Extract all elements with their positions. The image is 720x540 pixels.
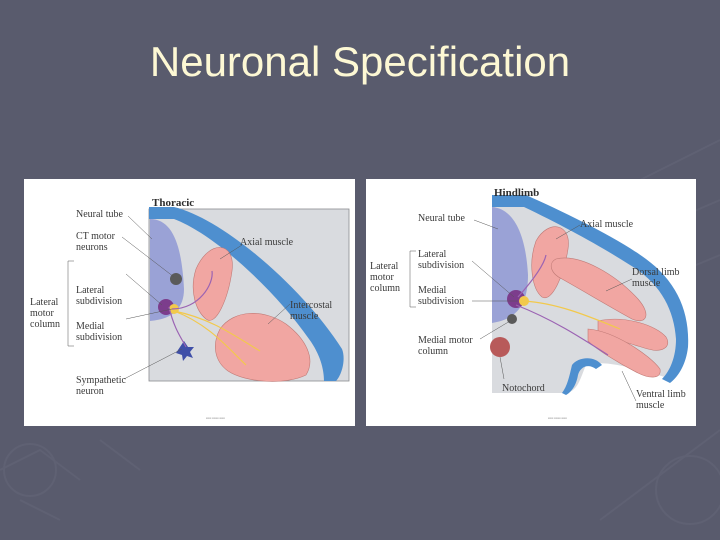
slide-title: Neuronal Specification (149, 38, 571, 85)
hindlimb-epidermis-lower (562, 358, 602, 395)
hindlimb-label-axial-muscle: Axial muscle (580, 219, 634, 230)
hindlimb-epidermis (492, 195, 689, 383)
hindlimb-label-medial-subdivision: Medial subdivision (418, 285, 465, 307)
thoracic-label-ct-motor-neurons: CT motor neurons (76, 231, 115, 253)
thoracic-label-medial-subdivision: Medial subdivision (76, 321, 123, 343)
hindlimb-axial-muscle (531, 226, 569, 299)
hindlimb-label-medial-motor-column: Medial motor column (418, 335, 473, 357)
thoracic-label-sympathetic-neuron: Sympathetic neuron (76, 375, 126, 397)
hindlimb-limb-ventral-muscle (587, 328, 661, 378)
hindlimb-notochord (490, 337, 510, 357)
thoracic-label-lateral-subdivision: Lateral subdivision (76, 285, 123, 307)
hindlimb-medial-motor-column-neuron (507, 314, 517, 324)
hindlimb-label-lateral-motor-column: Lateral motor column (370, 261, 400, 294)
thoracic-credit-text: ▪▪▪▪▪ ▪▪▪▪▪▪ ▪▪▪▪▪ (206, 416, 225, 420)
thoracic-axial-muscle (192, 247, 233, 321)
hindlimb-cross-section (409, 195, 689, 402)
hindlimb-label-ventral-limb-muscle: Ventral limb muscle (636, 389, 686, 411)
hindlimb-label-neural-tube: Neural tube (418, 213, 465, 224)
hindlimb-axons (515, 254, 621, 356)
thoracic-diagram-panel: Thoracic Neural tube CT motor neurons La… (24, 179, 355, 426)
thoracic-label-axial-muscle: Axial muscle (240, 237, 294, 248)
thoracic-intercostal-muscle (215, 313, 311, 382)
thoracic-ct-motor-neuron (170, 273, 182, 285)
hindlimb-dorsal-muscle (550, 257, 647, 321)
hindlimb-label-lateral-subdivision: Lateral subdivision (418, 249, 465, 271)
thoracic-label-lateral-motor-column: Lateral motor column (30, 297, 60, 330)
thoracic-label-intercostal-muscle: Intercostal muscle (290, 300, 333, 322)
thoracic-label-neural-tube: Neural tube (76, 209, 123, 220)
hindlimb-credit-text: ▪▪▪▪▪ ▪▪▪▪▪▪ ▪▪▪▪▪ (548, 416, 567, 420)
hindlimb-label-dorsal-limb-muscle: Dorsal limb muscle (632, 267, 680, 289)
thoracic-cross-section (67, 207, 350, 382)
hindlimb-leader-lines (409, 219, 637, 402)
hindlimb-label-notochord: Notochord (502, 383, 545, 394)
hindlimb-header: Hindlimb (494, 187, 540, 199)
thoracic-axons (168, 270, 261, 366)
thoracic-header: Thoracic (152, 197, 195, 209)
thoracic-neural-tube (150, 219, 184, 321)
thoracic-epidermis (149, 207, 344, 381)
thoracic-leader-lines (67, 215, 291, 380)
hindlimb-diagram-panel: Hindlimb Neural tube Lateral subdivision… (366, 179, 696, 426)
thoracic-sympathetic-neuron (176, 341, 194, 361)
